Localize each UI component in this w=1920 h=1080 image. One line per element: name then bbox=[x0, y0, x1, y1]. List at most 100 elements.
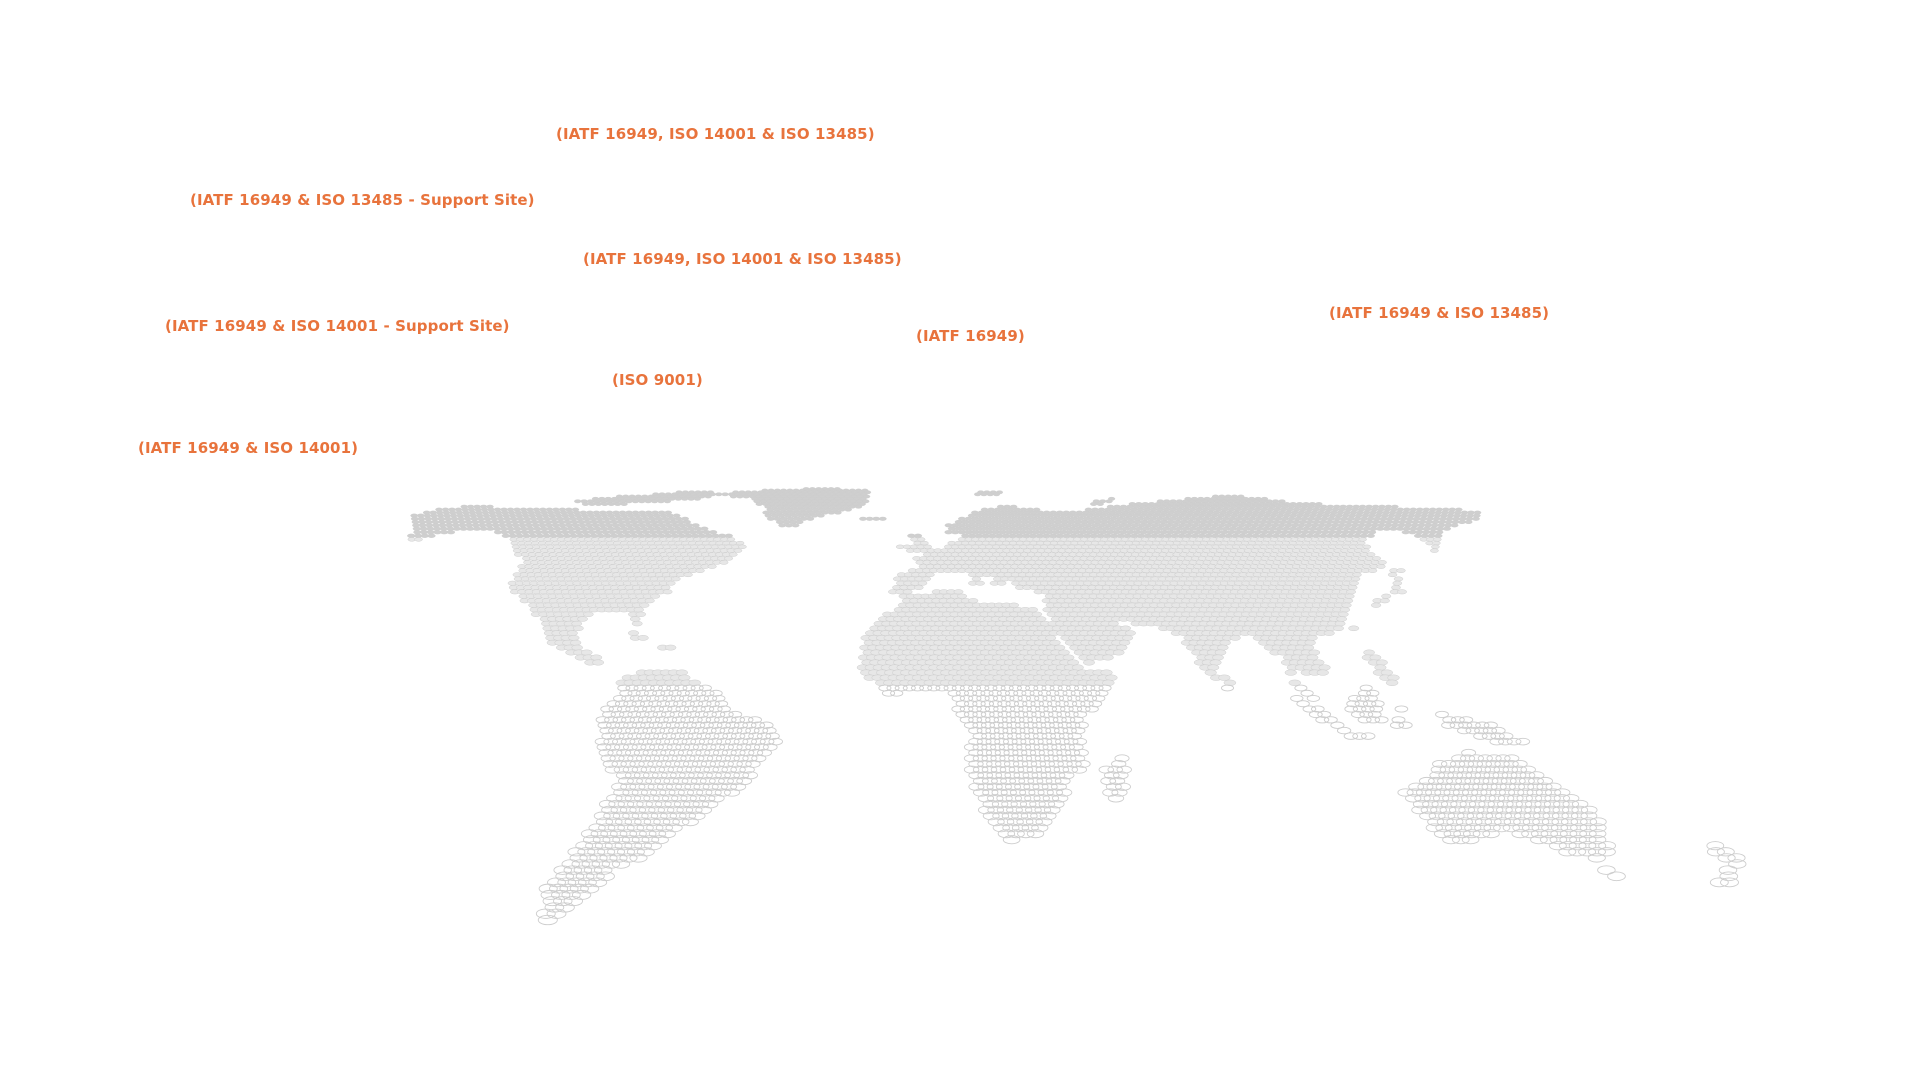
map-dot bbox=[1064, 523, 1073, 528]
map-dot bbox=[913, 533, 923, 538]
map-dot bbox=[1343, 598, 1354, 604]
map-dot bbox=[656, 519, 665, 525]
map-dot bbox=[1391, 585, 1401, 590]
map-dot bbox=[1357, 540, 1366, 546]
map-dot bbox=[1370, 523, 1379, 528]
map-dot bbox=[420, 533, 429, 538]
map-dot bbox=[1357, 523, 1366, 528]
map-dot bbox=[671, 576, 681, 582]
map-dot bbox=[1101, 526, 1110, 531]
map-dot bbox=[1431, 519, 1440, 525]
map-dot bbox=[687, 496, 695, 501]
map-dot bbox=[1324, 523, 1332, 528]
map-dot bbox=[1282, 526, 1291, 531]
map-dot bbox=[464, 519, 473, 525]
map-dot bbox=[583, 519, 592, 525]
map-dot bbox=[1037, 523, 1046, 528]
map-dot bbox=[980, 492, 988, 497]
map-dot bbox=[1120, 625, 1132, 632]
map-dot bbox=[493, 526, 501, 531]
map-dot bbox=[1396, 526, 1405, 531]
map-dot bbox=[1081, 526, 1090, 531]
map-dot bbox=[412, 523, 421, 528]
map-dot bbox=[559, 526, 568, 531]
map-dot bbox=[984, 523, 993, 528]
map-dot bbox=[1530, 835, 1548, 845]
map-dot bbox=[854, 504, 863, 509]
map-dot bbox=[691, 523, 700, 528]
map-dot bbox=[1109, 533, 1119, 538]
map-dot bbox=[1255, 526, 1264, 531]
map-dot bbox=[709, 530, 718, 535]
map-dot bbox=[651, 523, 660, 528]
map-dot bbox=[1344, 523, 1352, 528]
map-dot bbox=[810, 513, 819, 518]
map-dot bbox=[1028, 533, 1038, 538]
map-dot bbox=[1204, 533, 1213, 538]
cert-label-7: (ISO 9001) bbox=[612, 371, 703, 389]
map-dot bbox=[1157, 533, 1166, 538]
map-dot bbox=[1184, 523, 1193, 528]
map-dot bbox=[1151, 523, 1159, 528]
map-dot bbox=[446, 530, 456, 535]
map-dot bbox=[1376, 564, 1386, 569]
map-dot bbox=[669, 519, 678, 525]
map-dot bbox=[601, 502, 609, 506]
map-dot bbox=[1393, 576, 1404, 582]
map-dot bbox=[1275, 526, 1284, 531]
map-dot bbox=[1231, 533, 1240, 538]
map-dot bbox=[1362, 544, 1372, 549]
map-dot bbox=[1369, 654, 1382, 661]
map-dot bbox=[738, 544, 747, 549]
map-dot bbox=[1095, 526, 1104, 531]
map-dot bbox=[662, 589, 673, 595]
map-dot bbox=[1136, 533, 1146, 538]
map-dot bbox=[533, 526, 542, 531]
map-dot bbox=[471, 519, 480, 525]
map-dot bbox=[673, 526, 682, 531]
map-dot bbox=[1502, 823, 1520, 833]
map-dot bbox=[1269, 526, 1277, 531]
map-dot bbox=[1390, 523, 1399, 528]
map-dot bbox=[561, 889, 581, 900]
map-dot bbox=[511, 523, 520, 528]
map-dot bbox=[1131, 523, 1139, 528]
map-dot bbox=[640, 526, 649, 531]
map-dot bbox=[1387, 513, 1396, 518]
cert-label-8: (IATF 16949 & ISO 14001) bbox=[138, 439, 359, 457]
map-dot bbox=[605, 523, 614, 528]
map-dot bbox=[1299, 519, 1307, 525]
map-dot bbox=[617, 823, 635, 833]
map-dot bbox=[586, 871, 605, 882]
map-dot bbox=[1397, 589, 1407, 595]
map-dot bbox=[961, 533, 970, 538]
map-dot bbox=[735, 540, 745, 546]
map-dot bbox=[563, 896, 584, 907]
map-dot bbox=[947, 526, 956, 531]
map-dot bbox=[1150, 533, 1159, 538]
map-dot bbox=[697, 533, 706, 538]
map-dot bbox=[721, 492, 729, 497]
map-dot bbox=[968, 519, 976, 525]
map-dot bbox=[1062, 654, 1075, 661]
map-dot bbox=[1044, 523, 1053, 528]
map-dot bbox=[472, 526, 481, 531]
map-dot bbox=[631, 835, 650, 845]
map-dot bbox=[681, 496, 689, 501]
map-dot bbox=[1103, 533, 1112, 538]
map-dot bbox=[1327, 530, 1336, 535]
map-dot bbox=[1720, 877, 1739, 888]
map-dot bbox=[1366, 552, 1376, 557]
map-dot bbox=[478, 523, 487, 528]
map-dot bbox=[834, 510, 842, 515]
map-dot bbox=[1197, 533, 1206, 538]
map-dot bbox=[600, 526, 608, 531]
map-dot bbox=[1265, 533, 1274, 538]
map-dot bbox=[1217, 523, 1226, 528]
map-dot bbox=[1285, 533, 1294, 538]
map-dot bbox=[974, 533, 983, 538]
map-dot bbox=[1295, 526, 1304, 531]
map-dot bbox=[500, 530, 509, 535]
map-dot bbox=[795, 519, 804, 525]
map-dot bbox=[569, 533, 578, 538]
